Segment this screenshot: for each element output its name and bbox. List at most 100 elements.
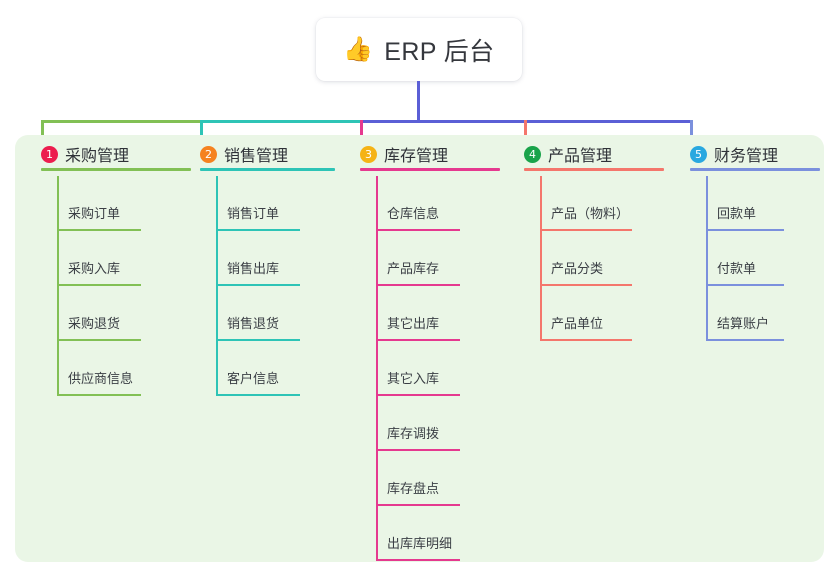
column-3: 3 库存管理仓库信息产品库存其它出库其它入库库存调拨库存盘点出库库明细 [350,142,500,561]
list-item-label: 库存盘点 [387,481,440,496]
list-item-underline [216,394,300,396]
list-item-label: 回款单 [717,206,757,221]
list-item[interactable]: 采购入库 [31,231,141,286]
list-item-underline [216,284,300,286]
list-item-label: 采购退货 [68,316,121,331]
column-header[interactable]: 4 产品管理 [514,142,612,166]
list-item-underline [376,394,460,396]
list-item[interactable]: 产品单位 [514,286,632,341]
list-item[interactable]: 仓库信息 [350,176,460,231]
list-item[interactable]: 产品分类 [514,231,632,286]
content-panel [15,135,824,562]
column-number-badge: 5 [690,145,707,163]
list-item-label: 采购订单 [68,206,121,221]
list-item-underline [706,339,784,341]
root-connector-vertical [417,81,420,123]
root-node[interactable]: 👍 ERP 后台 [316,18,522,81]
root-title: ERP 后台 [384,37,495,66]
bus-segment-1 [41,120,203,123]
list-item[interactable]: 销售出库 [190,231,300,286]
list-item-underline [57,229,141,231]
column-1: 1 采购管理采购订单采购入库采购退货供应商信息 [31,142,191,396]
list-item-label: 其它出库 [387,316,440,331]
column-header[interactable]: 5 财务管理 [680,142,778,166]
list-item-underline [376,284,460,286]
list-item[interactable]: 销售退货 [190,286,300,341]
list-item-label: 销售订单 [227,206,280,221]
list-item-label: 出库库明细 [387,536,453,551]
list-item[interactable]: 其它出库 [350,286,460,341]
column-items: 产品（物料） 产品分类产品单位 [514,176,632,341]
list-item-underline [706,229,784,231]
thumbs-up-icon: 👍 [343,35,374,63]
column-spine [540,176,542,341]
list-item-underline [216,229,300,231]
list-item-label: 产品单位 [551,316,604,331]
column-number-badge: 4 [524,145,541,163]
list-item-underline [57,394,141,396]
list-item-underline [540,229,632,231]
column-header[interactable]: 1 采购管理 [31,142,129,166]
list-item-underline [376,504,460,506]
list-item[interactable]: 产品（物料） [514,176,632,231]
list-item-label: 产品库存 [387,261,440,276]
list-item-underline [57,284,141,286]
list-item[interactable]: 产品库存 [350,231,460,286]
list-item-underline [376,229,460,231]
column-items: 采购订单采购入库采购退货供应商信息 [31,176,141,396]
column-header[interactable]: 3 库存管理 [350,142,448,166]
list-item-label: 产品（物料） [551,206,630,221]
stub-connector-3 [360,120,363,142]
list-item[interactable]: 出库库明细 [350,506,460,561]
list-item-label: 客户信息 [227,371,280,386]
column-spine [706,176,708,341]
column-title: 库存管理 [384,148,449,165]
list-item[interactable]: 库存盘点 [350,451,460,506]
list-item-label: 付款单 [717,261,757,276]
list-item-underline [216,339,300,341]
list-item[interactable]: 采购订单 [31,176,141,231]
column-5: 5 财务管理回款单付款单结算账户 [680,142,820,341]
list-item-label: 其它入库 [387,371,440,386]
list-item[interactable]: 结算账户 [680,286,784,341]
list-item[interactable]: 回款单 [680,176,784,231]
stub-connector-2 [200,120,203,142]
list-item-underline [540,339,632,341]
column-underline [200,168,335,171]
column-spine [57,176,59,396]
list-item-underline [540,284,632,286]
column-title: 财务管理 [714,148,779,165]
column-number-badge: 1 [41,145,58,163]
column-spine [216,176,218,396]
column-4: 4 产品管理产品（物料） 产品分类产品单位 [514,142,664,341]
list-item-label: 库存调拨 [387,426,440,441]
column-underline [41,168,191,171]
list-item[interactable]: 库存调拨 [350,396,460,451]
list-item[interactable]: 付款单 [680,231,784,286]
list-item[interactable]: 客户信息 [190,341,300,396]
list-item-label: 供应商信息 [68,371,134,386]
list-item-label: 销售退货 [227,316,280,331]
list-item[interactable]: 其它入库 [350,341,460,396]
stub-connector-1 [41,120,44,142]
list-item[interactable]: 销售订单 [190,176,300,231]
column-number-badge: 3 [360,145,377,163]
column-title: 采购管理 [65,148,130,165]
bus-segment-2 [200,120,363,123]
list-item-underline [57,339,141,341]
stub-connector-5 [690,120,693,142]
list-item-label: 仓库信息 [387,206,440,221]
list-item-label: 结算账户 [717,316,770,331]
list-item-label: 采购入库 [68,261,121,276]
column-title: 销售管理 [224,148,289,165]
list-item[interactable]: 采购退货 [31,286,141,341]
list-item-underline [376,449,460,451]
list-item-label: 销售出库 [227,261,280,276]
list-item[interactable]: 供应商信息 [31,341,141,396]
column-items: 销售订单销售出库销售退货客户信息 [190,176,300,396]
stub-connector-4 [524,120,527,142]
column-title: 产品管理 [548,148,613,165]
